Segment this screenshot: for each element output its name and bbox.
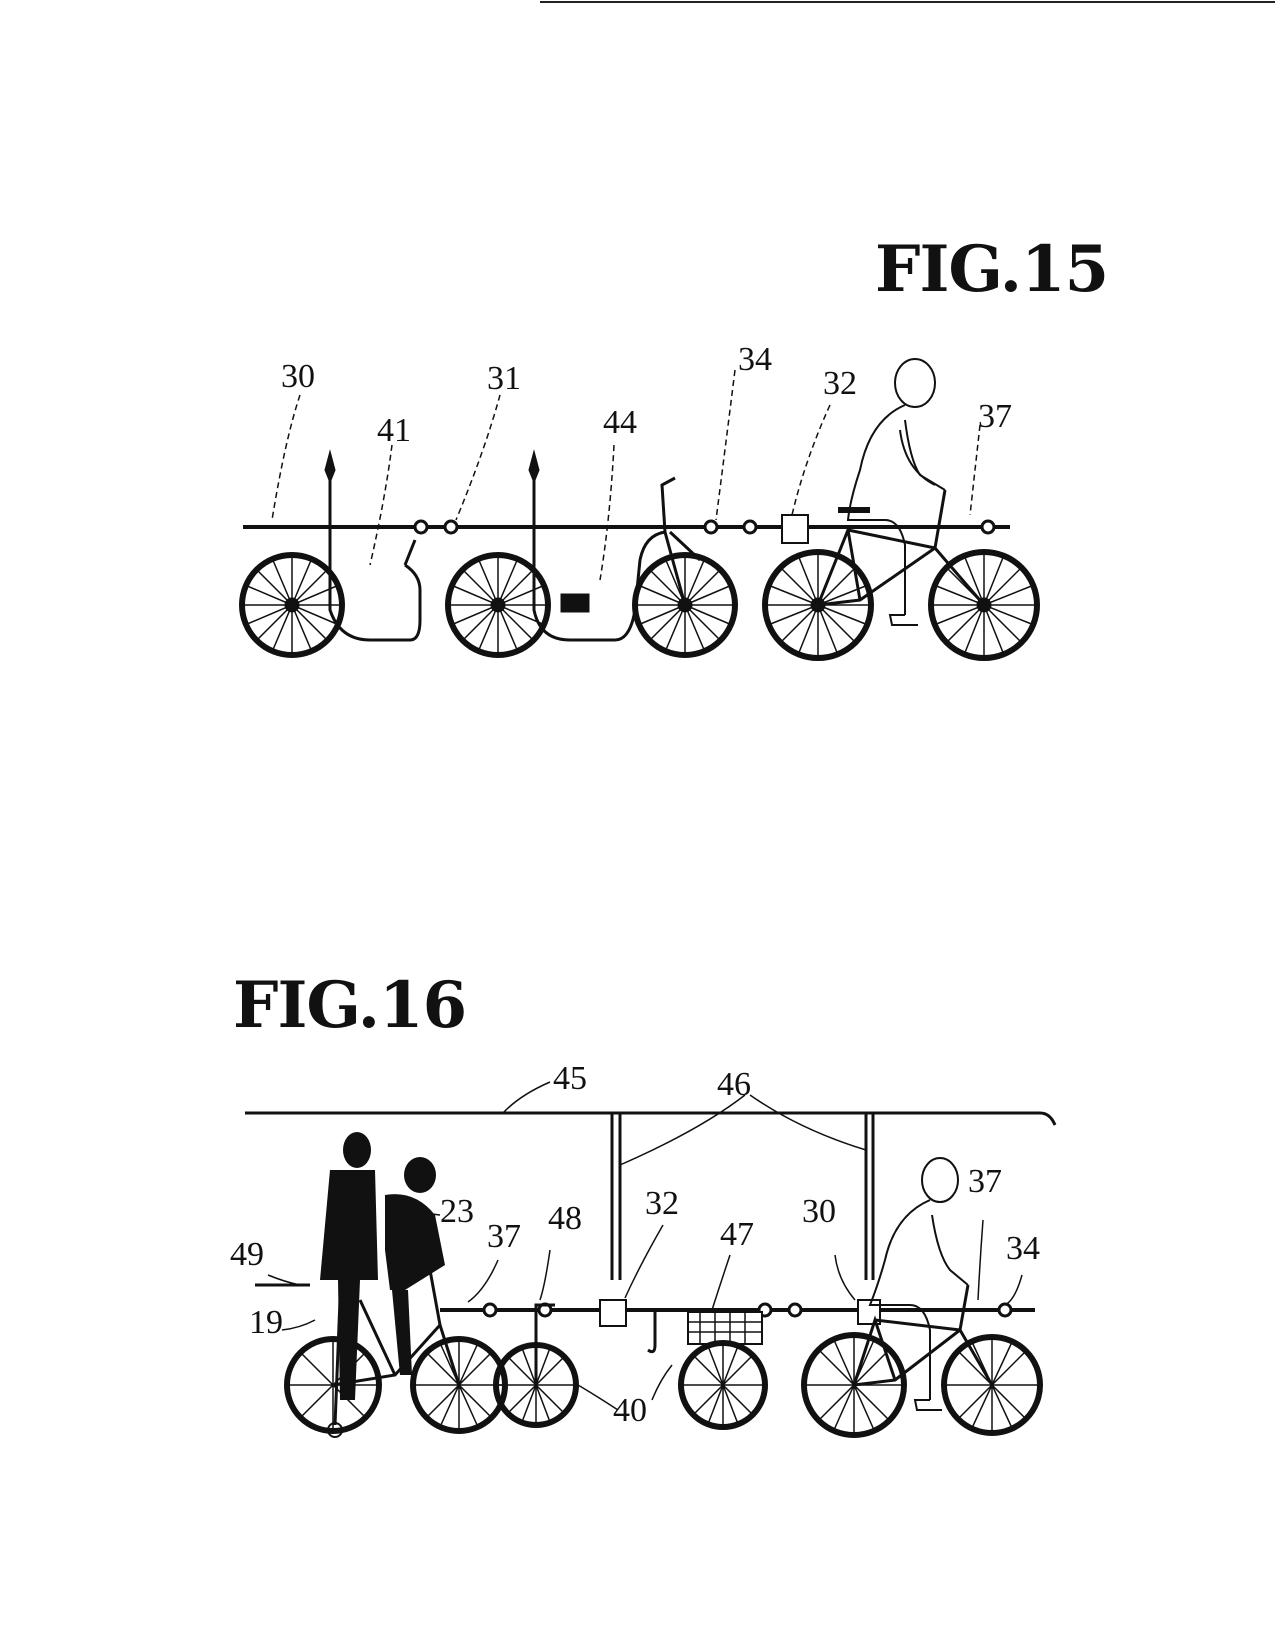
- fig16-ref-19: 19: [249, 1304, 283, 1341]
- fig15-ref-44: 44: [603, 404, 637, 441]
- fig15-ref-41: 41: [377, 412, 411, 449]
- fig15-drawing: [239, 358, 1040, 661]
- fig16-ref-32: 32: [645, 1185, 679, 1222]
- fig16-ref-46: 46: [717, 1066, 751, 1103]
- fig15-title: FIG.15: [875, 232, 1109, 307]
- fig15-leader-lines: [271, 369, 981, 581]
- fig15-ref-30: 30: [281, 358, 315, 395]
- fig16-rider: [868, 1157, 969, 1411]
- fig16-ref-37-rear: 37: [968, 1163, 1002, 1200]
- fig16-title: FIG.16: [233, 968, 467, 1043]
- fig15-ref-34: 34: [738, 341, 772, 378]
- fig16-ref-47: 47: [720, 1216, 754, 1253]
- fig16-leader-lines: [267, 1081, 1023, 1411]
- fig16-ref-30: 30: [802, 1193, 836, 1230]
- fig15-ref-31: 31: [487, 360, 521, 397]
- fig16-ref-49: 49: [230, 1236, 264, 1273]
- fig16-ref-34: 34: [1006, 1230, 1040, 1267]
- fig16-people: [320, 1132, 445, 1400]
- fig16-drawing: [245, 1111, 1057, 1438]
- fig16-ref-40: 40: [613, 1392, 647, 1429]
- fig15-ref-32: 32: [823, 365, 857, 402]
- fig16-ref-23: 23: [440, 1193, 474, 1230]
- fig16-ref-48: 48: [548, 1200, 582, 1237]
- fig16-ref-45: 45: [553, 1060, 587, 1097]
- fig16-ref-37-front: 37: [487, 1218, 521, 1255]
- fig15-rider: [846, 358, 946, 626]
- fig15-ref-37: 37: [978, 398, 1012, 435]
